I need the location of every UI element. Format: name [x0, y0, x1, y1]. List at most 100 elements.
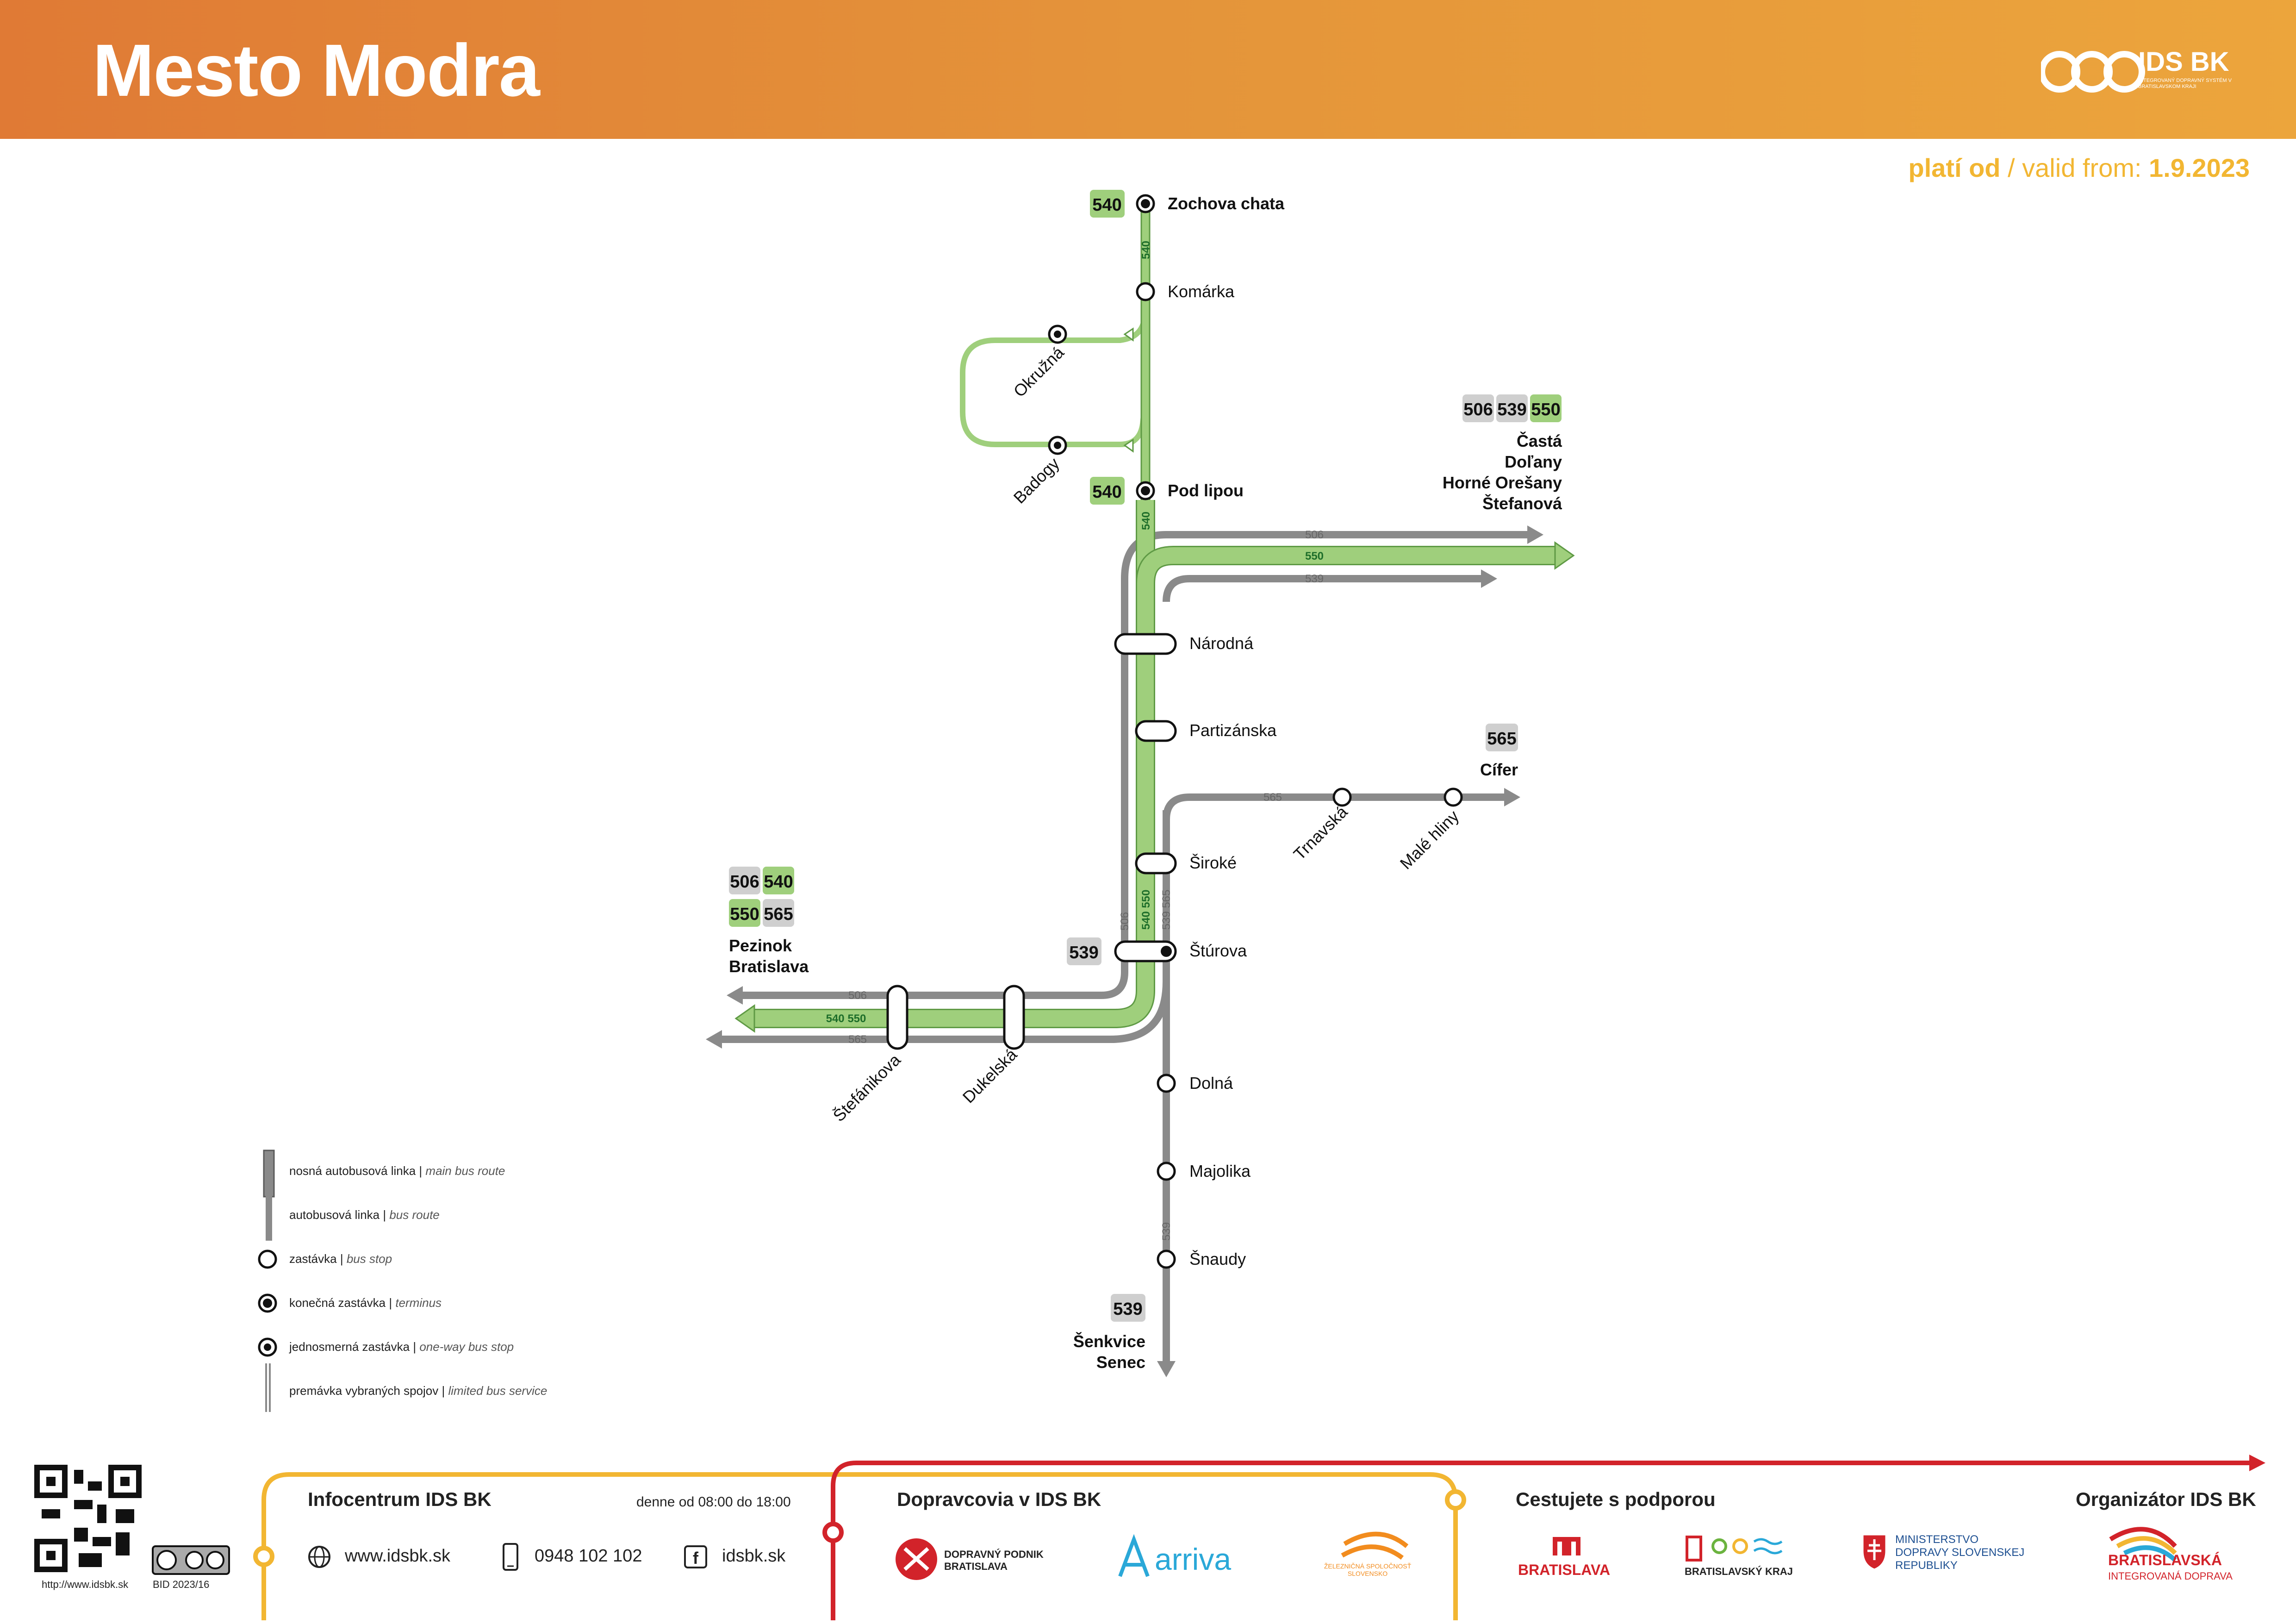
bid-logo-icon: [2109, 1527, 2177, 1562]
arriva-logo-icon: [1118, 1534, 1150, 1577]
stop-siroke[interactable]: [1135, 852, 1177, 874]
dest-west: Pezinok Bratislava: [729, 936, 809, 976]
svg-text:Bratislava: Bratislava: [729, 957, 809, 976]
oneway-triangle: [1123, 327, 1134, 342]
stop-trnavska[interactable]: [1332, 787, 1352, 807]
stop-male-hliny[interactable]: [1444, 787, 1463, 807]
arrow-539-south: [1157, 1361, 1176, 1377]
line-label-540550-v: 540 550: [1140, 890, 1152, 930]
svg-text:autobusová linka | bus route: autobusová linka | bus route: [289, 1208, 440, 1222]
valid-from: platí od / valid from: 1.9.2023: [1908, 153, 2250, 183]
svg-text:540: 540: [1092, 195, 1121, 215]
trunk-green-fill: [752, 500, 1154, 1027]
operator-arriva: arriva: [1155, 1542, 1232, 1576]
footer-yellow-dot: [253, 1546, 274, 1567]
license-code: BID 2023/16: [153, 1579, 209, 1590]
info-hours: denne od 08:00 do 18:00: [636, 1494, 791, 1510]
badge-539-sturova: 539: [1067, 937, 1101, 965]
badge-565-west: 565: [763, 899, 794, 927]
organizer-sub: INTEGROVANÁ DOPRAVA: [2108, 1570, 2233, 1582]
qr-code-icon[interactable]: [34, 1465, 142, 1572]
phone-icon: [503, 1543, 518, 1571]
stop-badogy[interactable]: [1048, 436, 1067, 455]
badge-540-podlipou: 540: [1090, 477, 1125, 505]
stop-stefanikova[interactable]: [886, 985, 908, 1050]
label-dukelska: Dukelská: [959, 1044, 1021, 1106]
badge-506-west: 506: [729, 867, 760, 894]
arrow-565-west: [706, 1030, 722, 1049]
okruzna-loop-inner: [967, 345, 1141, 440]
label-snaudy: Šnaudy: [1189, 1249, 1246, 1268]
stop-snaudy[interactable]: [1157, 1249, 1176, 1269]
bratislava-logo-icon: [1553, 1537, 1580, 1555]
route-550-ne-fill: [1137, 547, 1557, 584]
label-badogy: Badogy: [1010, 454, 1063, 507]
label-dolna: Dolná: [1189, 1074, 1233, 1093]
route-506-west: [743, 972, 1128, 999]
valid-label: platí od: [1908, 153, 2001, 182]
info-facebook[interactable]: idsbk.sk: [722, 1546, 786, 1566]
route-565-cifer: [1163, 793, 1504, 820]
stop-pod-lipou[interactable]: [1136, 481, 1155, 500]
arrow-green-w: [734, 1004, 755, 1033]
svg-text:539: 539: [1113, 1299, 1142, 1319]
ids-bk-logo-icon: [2041, 51, 2145, 93]
stop-majolika[interactable]: [1157, 1162, 1176, 1181]
svg-text:f: f: [693, 1549, 699, 1568]
line-label-539565-v: 539 565: [1160, 890, 1173, 930]
legend: nosná autobusová linka | main bus route …: [258, 1149, 547, 1412]
label-majolika: Majolika: [1189, 1162, 1251, 1181]
line-label-539-s: 539: [1160, 1222, 1173, 1241]
label-sturova: Štúrova: [1189, 941, 1247, 960]
svg-text:Šenkvice: Šenkvice: [1073, 1331, 1145, 1351]
line-label-506-v: 506: [1119, 912, 1131, 931]
svg-text:550: 550: [1531, 400, 1560, 419]
support-ministry: MINISTERSTVO DOPRAVY SLOVENSKEJ REPUBLIK…: [1895, 1533, 2025, 1572]
label-trnavska: Trnavská: [1290, 802, 1351, 863]
stop-zochova[interactable]: [1136, 194, 1155, 213]
qr-url: http://www.idsbk.sk: [42, 1579, 129, 1590]
header-banner: [0, 0, 2296, 139]
svg-text:565: 565: [764, 905, 793, 924]
line-label-506-w: 506: [848, 989, 867, 1002]
svg-text:540: 540: [764, 872, 793, 892]
oneway-triangle: [1123, 438, 1134, 453]
svg-text:539: 539: [1069, 943, 1098, 962]
line-label-565: 565: [1263, 791, 1282, 804]
valid-sep: / valid from:: [2000, 153, 2149, 182]
arrow-506-ne: [1527, 525, 1543, 544]
operator-zssk: ŽELEZNIČNÁ SPOLOČNOSŤ SLOVENSKO: [1324, 1562, 1412, 1577]
stop-sturova[interactable]: [1114, 940, 1177, 962]
info-web[interactable]: www.idsbk.sk: [345, 1546, 451, 1566]
label-zochova: Zochova chata: [1168, 194, 1285, 213]
stop-komarka[interactable]: [1136, 282, 1155, 301]
svg-text:Častá: Častá: [1517, 431, 1562, 450]
support-bsk: BRATISLAVSKÝ KRAJ: [1685, 1566, 1793, 1577]
footer-red-arrow: [2249, 1455, 2265, 1471]
route-565-west: [722, 981, 1170, 1043]
label-okruzna: Okružná: [1010, 343, 1068, 401]
svg-text:Štefanová: Štefanová: [1482, 493, 1562, 513]
logo-text: IDS BK: [2138, 47, 2229, 77]
footer-yellow-line: [261, 1472, 1458, 1620]
svg-text:zastávka | bus stop: zastávka | bus stop: [289, 1252, 392, 1266]
facebook-icon: f: [684, 1545, 707, 1568]
svg-text:Horné Orešany: Horné Orešany: [1443, 473, 1562, 492]
svg-text:506: 506: [730, 872, 759, 892]
stop-dolna[interactable]: [1157, 1074, 1176, 1093]
svg-text:539: 539: [1497, 400, 1526, 419]
badge-539-ne: 539: [1496, 394, 1528, 422]
svg-text:nosná autobusová linka | main: nosná autobusová linka | main bus route: [289, 1164, 505, 1178]
stop-okruzna[interactable]: [1048, 325, 1067, 344]
stop-narodna[interactable]: [1114, 633, 1177, 655]
bsk-logo-icon: [1686, 1536, 1783, 1562]
label-stefanikova: Štefánikova: [829, 1050, 905, 1125]
line-label-540550-w: 540 550: [826, 1012, 866, 1025]
globe-icon: [308, 1546, 330, 1568]
badge-565-cifer: 565: [1486, 724, 1518, 751]
info-title: Infocentrum IDS BK: [308, 1488, 492, 1510]
stop-partizanska[interactable]: [1135, 720, 1177, 742]
info-phone[interactable]: 0948 102 102: [535, 1546, 642, 1566]
stop-dukelska[interactable]: [1003, 985, 1025, 1050]
